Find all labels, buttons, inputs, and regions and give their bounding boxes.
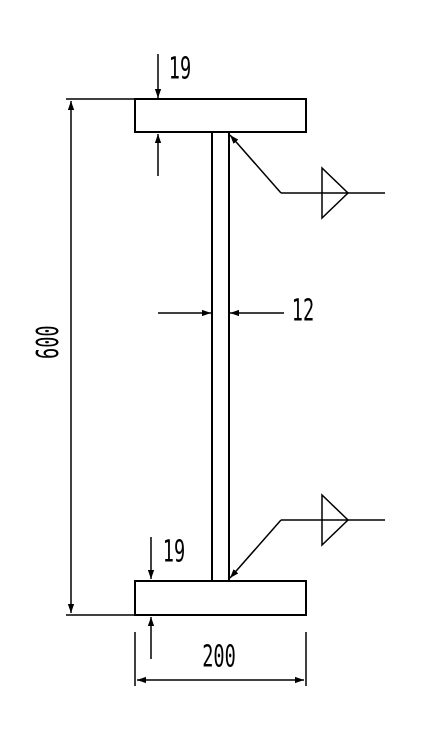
bottom-fillet-weld-symbol xyxy=(229,493,385,579)
top-weld-leader-arrow xyxy=(229,134,282,194)
bottom-fillet-weld-triangle xyxy=(321,493,350,547)
i-beam-section xyxy=(134,98,307,616)
bottom-weld-leader-arrow xyxy=(229,519,282,579)
bottom-flange-thickness-label: 19 xyxy=(163,534,185,569)
bottom-flange-thickness-dimension: 19 xyxy=(147,534,185,659)
top-flange-thickness-label: 19 xyxy=(169,51,191,86)
top-flange xyxy=(134,98,307,133)
flange-width-dimension: 200 xyxy=(134,632,307,686)
web-thickness-dimension: 12 xyxy=(158,293,314,328)
height-dimension: 600 xyxy=(31,98,134,616)
top-flange-thickness-dimension: 19 xyxy=(154,51,191,176)
top-fillet-weld-symbol xyxy=(229,134,385,220)
web xyxy=(211,131,230,582)
web-thickness-label: 12 xyxy=(292,293,314,328)
bottom-flange xyxy=(134,580,307,616)
width-dimension-label: 200 xyxy=(202,639,236,674)
top-fillet-weld-triangle xyxy=(321,166,350,220)
height-dimension-label: 600 xyxy=(31,325,66,359)
